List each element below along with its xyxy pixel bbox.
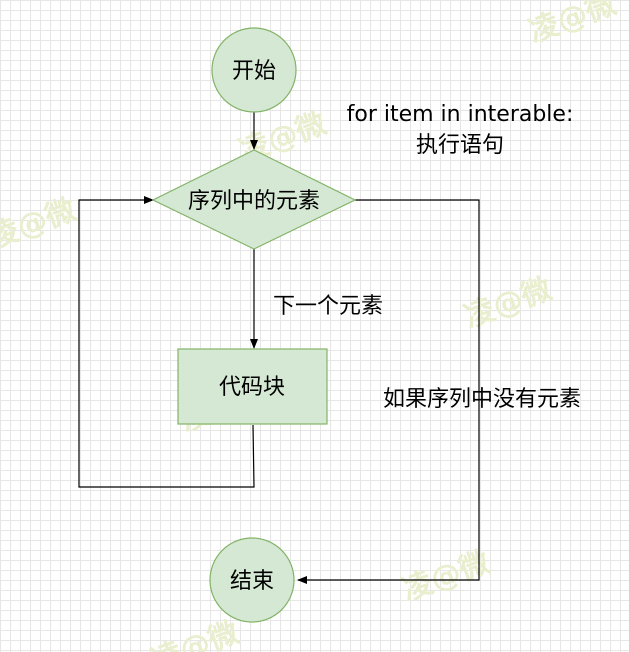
watermark: 凌@微 (398, 545, 495, 609)
watermark: 凌@微 (460, 272, 557, 336)
code-block-node: 代码块 (177, 348, 328, 425)
condition-label: 序列中的元素 (188, 189, 320, 214)
no-more-elements-label: 如果序列中没有元素 (383, 387, 581, 412)
edge-condition-to-end (297, 199, 480, 584)
start-label: 开始 (232, 59, 276, 84)
end-label: 结束 (230, 569, 274, 594)
condition-node: 序列中的元素 (151, 149, 357, 250)
syntax-label-line2: 执行语句 (416, 133, 504, 158)
watermark: 凌@微 (0, 192, 81, 256)
watermark: 凌@微 (147, 615, 244, 652)
edges (78, 112, 480, 584)
edge-loop-back (78, 196, 255, 488)
code-block-label: 代码块 (219, 375, 285, 400)
start-node: 开始 (211, 27, 297, 113)
watermark: 凌@微 (524, 0, 621, 50)
next-element-label: 下一个元素 (273, 294, 383, 319)
syntax-label-line1: for item in interable: (347, 102, 574, 127)
end-node: 结束 (209, 537, 295, 623)
